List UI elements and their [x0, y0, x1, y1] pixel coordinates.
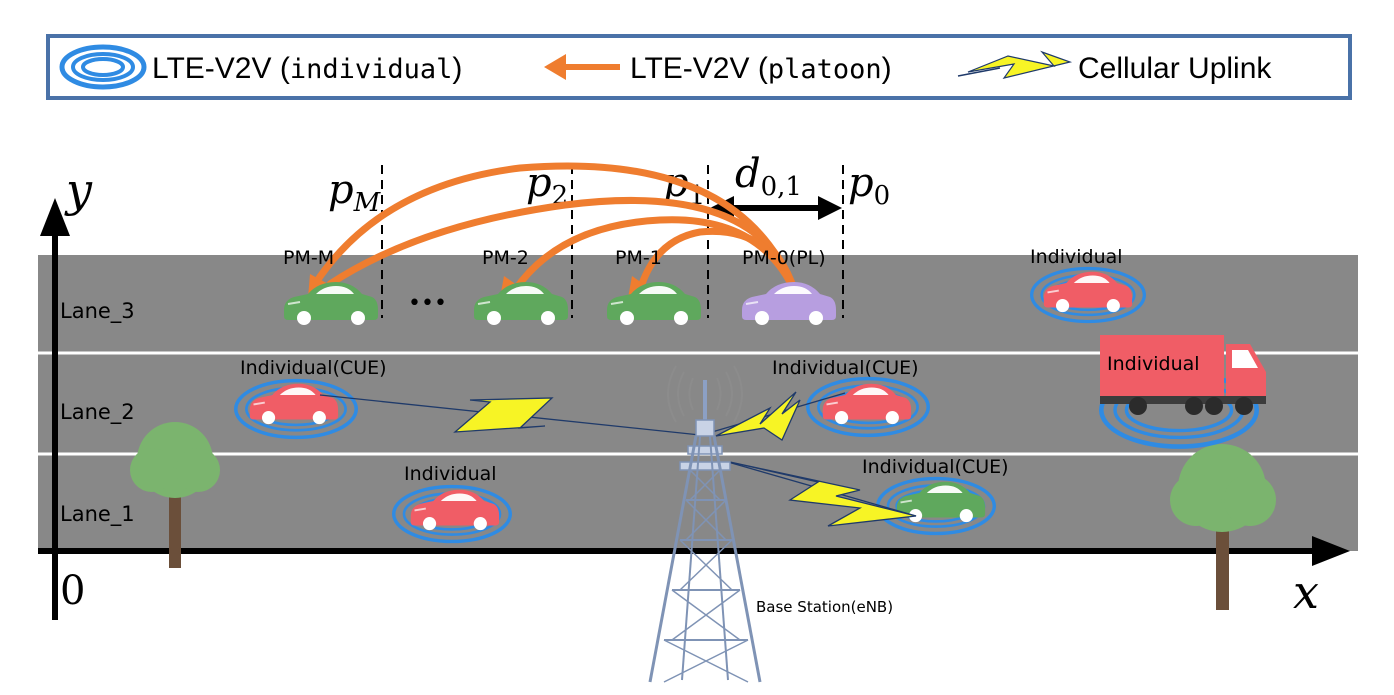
axes: y x 0 [38, 163, 1350, 620]
legend-individual-label: LTE-V2V (individual) [152, 52, 462, 85]
legend-platoon-label: LTE-V2V (platoon) [630, 52, 892, 85]
position-label-pm: pM [328, 167, 382, 218]
base-station-label: Base Station(eNB) [756, 598, 893, 616]
label-lane1-left: Individual [404, 463, 497, 485]
platoon-v2v-arrows [311, 162, 799, 296]
platoon-members: PM-M PM-2 PM-1 PM-0(PL) ••• [283, 247, 837, 326]
lane-label-3: Lane_3 [60, 299, 135, 324]
label-lane1-right-cue: Individual(CUE) [862, 456, 1009, 478]
legend-cellular-label: Cellular Uplink [1078, 52, 1272, 85]
position-label-p0: p0 [848, 160, 890, 211]
platoon-ellipsis: ••• [408, 291, 447, 316]
legend-lightning-icon [957, 50, 1073, 79]
cellular-uplinks [319, 391, 917, 527]
tree-left [130, 422, 220, 568]
truck-window [1232, 350, 1258, 368]
x-axis-arrowhead [1312, 536, 1350, 566]
lane-label-1: Lane_1 [60, 502, 135, 527]
legend: LTE-V2V (individual) LTE-V2V (platoon) C… [46, 34, 1352, 100]
platoon-member-label-2: PM-2 [482, 247, 529, 269]
origin-label: 0 [60, 568, 85, 614]
y-axis-label: y [64, 163, 93, 217]
platoon-arrow-pl-to-pm-1 [636, 227, 799, 296]
tree-right [1170, 444, 1276, 610]
lane-label-2: Lane_2 [60, 400, 135, 425]
legend-box [46, 34, 1352, 100]
legend-v2v-individual-icon [59, 44, 147, 90]
platoon-member-label-0: PM-0(PL) [742, 247, 826, 269]
uplink-lane1-right [727, 461, 917, 527]
lane-labels: Lane_3 Lane_2 Lane_1 [60, 299, 135, 527]
distance-label-d01: d0,1 [735, 151, 802, 202]
uplink-lane2-mid [711, 391, 846, 441]
legend-platoon-arrow-icon [544, 54, 620, 80]
label-lane2-left-cue: Individual(CUE) [240, 357, 387, 379]
label-truck-individual: Individual [1107, 353, 1200, 375]
label-lane3-individual: Individual [1030, 246, 1123, 268]
x-axis-label: x [1293, 565, 1319, 619]
uplink-lane2-left [319, 394, 701, 436]
platoon-member-label-1: PM-1 [615, 247, 662, 269]
platoon-member-label-m: PM-M [283, 247, 334, 269]
y-axis-arrowhead [40, 198, 70, 236]
platoon-arrow-pl-to-pm-m-2 [311, 162, 799, 296]
individual-vehicles: Individual Individual(CUE) Individual(CU… [233, 246, 1266, 544]
antenna-signal-icon [667, 365, 743, 423]
label-lane2-mid-cue: Individual(CUE) [772, 357, 919, 379]
truck-cargo [1100, 335, 1224, 397]
truck-individual: Individual [1100, 335, 1266, 447]
base-station-tower [648, 365, 762, 683]
